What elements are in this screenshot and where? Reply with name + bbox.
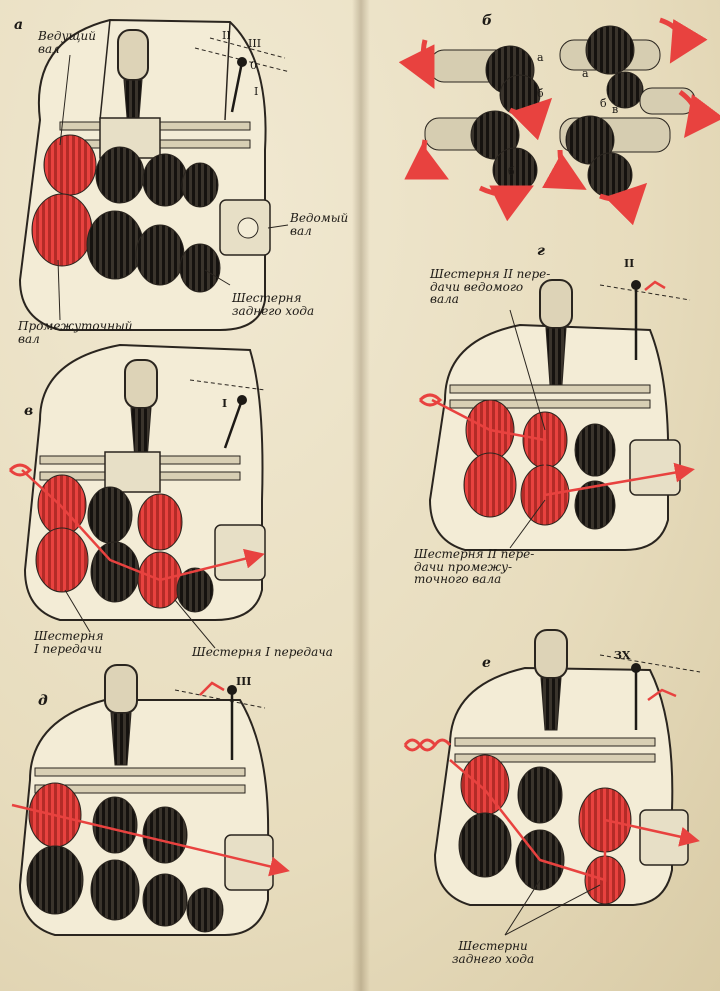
panel-b-mark-b2: б: [600, 97, 607, 110]
drive-shaft-label: Ведущий вал: [38, 29, 96, 56]
page-fold: [352, 0, 370, 991]
first-gear-label: Шестерня I передачи: [34, 629, 104, 656]
panel-b-mark-b3: б: [508, 165, 515, 178]
gear-label-ii: II: [222, 29, 231, 42]
panel-v-gear-label: I: [222, 397, 228, 410]
panel-b-mark-a1: а: [537, 51, 544, 64]
panel-b-letter: б: [482, 13, 493, 29]
gear-label-i: I: [254, 85, 259, 98]
gear-label-iii: III: [248, 37, 262, 50]
panel-b-mark-b1: б: [537, 87, 544, 100]
reverse-gear-label: Шестерня заднего хода: [232, 291, 315, 318]
panel-g-letter: г: [537, 243, 545, 259]
panel-d-gear-label: III: [236, 675, 252, 688]
driven-shaft-label: Ведомый вал: [290, 211, 349, 238]
panel-b-mark-a2: а: [582, 67, 589, 80]
countershaft-label: Промежуточный вал: [18, 319, 133, 346]
panel-d-letter: д: [38, 693, 48, 709]
panel-d-drawing: [11, 664, 290, 936]
panel-a-letter: а: [14, 17, 24, 33]
gear-label-neutral: 0: [250, 59, 257, 72]
reverse-gears-label: Шестерни заднего хода: [452, 939, 535, 966]
panel-g-drawing: [418, 279, 695, 551]
panel-e-gear-label: ЗХ: [614, 649, 631, 662]
panel-b-drawing: [398, 17, 720, 226]
panel-e-drawing: [403, 629, 701, 936]
panel-v-drawing: [8, 343, 266, 649]
panel-b-mark-v: в: [612, 103, 619, 116]
panel-v-letter: в: [24, 403, 34, 419]
first-gear-label-2: Шестерня I передача: [192, 645, 333, 659]
panel-e-letter: е: [482, 655, 491, 671]
second-gear-driven-label: Шестерня II пере- дачи ведомого вала: [430, 267, 551, 307]
panel-g-gear-label: II: [624, 257, 635, 270]
second-gear-counter-label: Шестерня II пере- дачи промежу- точного …: [414, 547, 535, 587]
panel-a-drawing: [18, 18, 291, 331]
